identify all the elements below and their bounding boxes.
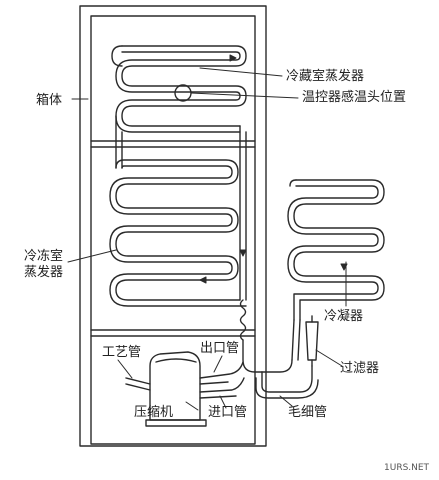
label-compressor: 压缩机 — [134, 404, 173, 420]
capillary-tube — [242, 339, 319, 399]
compressor — [145, 351, 207, 427]
connecting-tube — [115, 115, 247, 301]
thermostat-sensor-bulb — [174, 84, 192, 102]
label-freezer-evaporator-1: 冷冻室 — [24, 248, 63, 264]
label-freezer-evaporator-2: 蒸发器 — [24, 264, 63, 280]
label-process-tube: 工艺管 — [102, 345, 141, 360]
flow-arrows — [199, 54, 348, 284]
filter-drier — [305, 315, 319, 367]
cabinet-outline — [79, 5, 267, 447]
label-inlet-pipe: 进口管 — [208, 405, 247, 420]
label-outlet-pipe: 出口管 — [200, 341, 239, 356]
label-fridge-evaporator: 冷藏室蒸发器 — [286, 68, 364, 84]
condenser-outlet-tube — [291, 319, 301, 361]
compressor-pipes — [199, 361, 245, 399]
label-cabinet: 箱体 — [36, 92, 62, 108]
process-tube — [125, 377, 151, 391]
coiled-tube — [239, 299, 247, 341]
watermark: 1URS.NET — [384, 463, 430, 473]
label-filter: 过滤器 — [340, 361, 379, 376]
leader-lines — [67, 67, 347, 411]
diagram-labels: 箱体 冷藏室蒸发器 温控器感温头位置 冷冻室 蒸发器 冷凝器 过滤器 毛细管 工… — [24, 68, 430, 473]
fridge-evaporator-coil — [111, 45, 247, 133]
condenser-coil — [287, 179, 385, 321]
label-thermostat-sensor: 温控器感温头位置 — [302, 89, 406, 105]
label-capillary: 毛细管 — [288, 405, 327, 420]
freezer-evaporator-coil — [109, 159, 247, 307]
label-condenser: 冷凝器 — [324, 308, 363, 324]
